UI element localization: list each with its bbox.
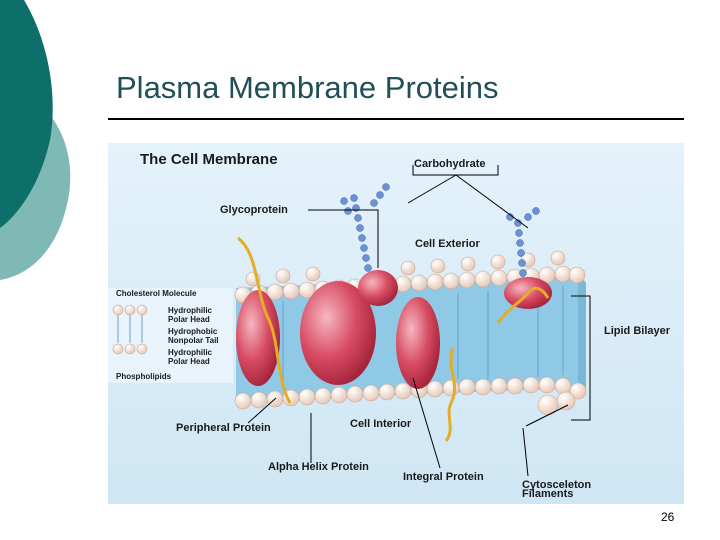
label-integral-protein: Integral Protein [403,471,484,483]
carbohydrate-chains [340,183,540,277]
label-phospholipids: Phospholipids [116,372,172,381]
alpha-helix-strands [237,236,550,442]
label-hydrophilic-top-1: Hydrophilic [168,306,213,315]
label-cytoskeleton-2: Filaments [522,488,573,500]
label-cytoskeleton-1: Cytosceleton [522,479,591,491]
leader-lines [247,165,591,477]
label-cell-interior: Cell Interior [350,418,412,430]
label-nonpolar-tail-2: Nonpolar Tail [168,336,219,345]
phospholipid-legend-icons [112,304,148,355]
label-cholesterol-molecule: Cholesterol Molecule [116,289,197,298]
title-underline [108,118,684,120]
label-lipid-bilayer: Lipid Bilayer [604,325,671,337]
cell-membrane-diagram: The Cell Membrane Carbohydrate Glycoprot… [108,143,684,504]
slide-decoration [0,0,71,280]
page-number: 26 [661,510,675,524]
slide-title: Plasma Membrane Proteins [116,70,499,105]
label-carbohydrate: Carbohydrate [414,158,486,170]
figure-heading: The Cell Membrane [140,151,278,168]
label-alpha-helix-protein: Alpha Helix Protein [268,461,369,473]
label-polar-head-top-2: Polar Head [168,315,210,324]
lipid-core-side [578,273,586,393]
label-cell-exterior: Cell Exterior [415,238,481,250]
label-hydrophilic-bottom-1: Hydrophilic [168,348,213,357]
label-glycoprotein: Glycoprotein [220,204,288,216]
label-peripheral-protein: Peripheral Protein [176,422,271,434]
integral-proteins [236,270,552,389]
label-polar-head-bottom-2: Polar Head [168,357,210,366]
teal-dark-shape [0,0,53,228]
phospholipid-legend-panel [108,288,233,383]
label-hydrophobic-1: Hydrophobic [168,327,218,336]
